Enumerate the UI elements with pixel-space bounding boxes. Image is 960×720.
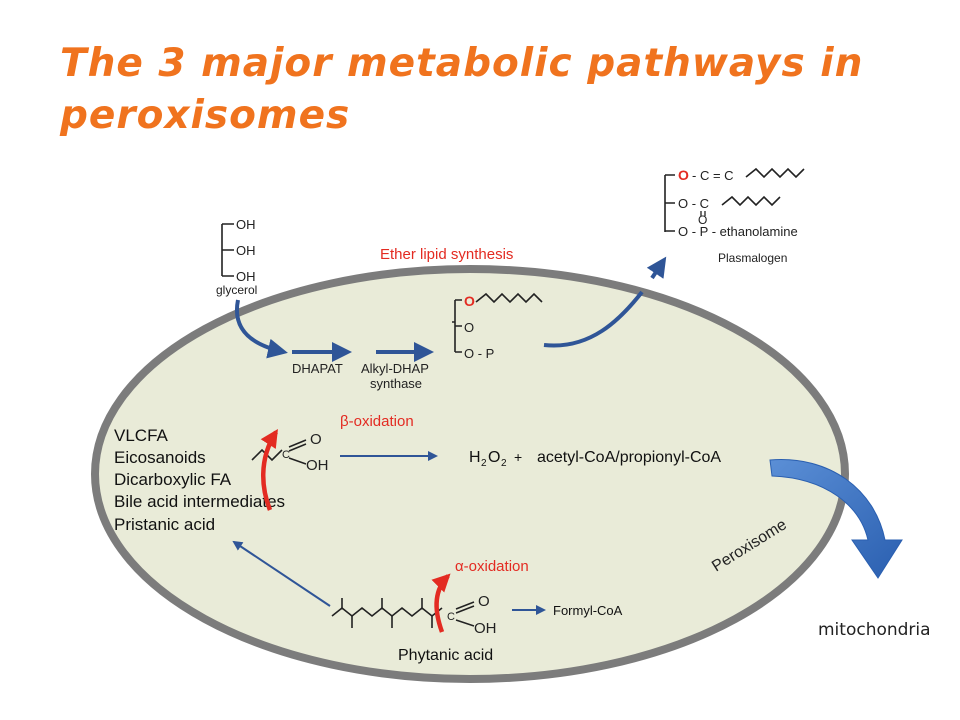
beta-substrate-list: VLCFA Eicosanoids Dicarboxylic FA Bile a… — [114, 426, 285, 534]
plasmalogen-row2: O - C — [678, 196, 709, 211]
alkyl-dhap-o-top: O — [464, 293, 475, 309]
beta-substrate-1: VLCFA — [114, 426, 169, 445]
beta-substrate-2: Eicosanoids — [114, 448, 206, 467]
peroxisome-membrane — [91, 265, 849, 683]
beta-product-coa: acetyl-CoA/propionyl-CoA — [537, 449, 721, 466]
ether-lipid-synthesis-label: Ether lipid synthesis — [380, 246, 513, 263]
alpha-carboxyl-o: O — [478, 593, 490, 610]
alkyl-dhap-label: Alkyl-DHAP — [361, 361, 429, 376]
beta-oxidation-label: β-oxidation — [340, 413, 414, 430]
alpha-oxidation-label: α-oxidation — [455, 558, 529, 575]
mitochondria-caption: mitochondria — [818, 620, 931, 640]
plasmalogen-o-red: O — [678, 167, 689, 183]
alkyl-dhap-o-mid: O — [464, 320, 474, 335]
alkyl-dhap-structure: O O O - P — [452, 292, 543, 361]
beta-carboxyl-oh: OH — [306, 457, 329, 474]
alpha-red-cycle-arrow — [431, 573, 451, 633]
beta-product-h: H — [469, 449, 481, 466]
glycerol-label: glycerol — [216, 283, 257, 297]
beta-product-sub1: 2 — [481, 458, 487, 469]
alpha-to-pristanic-arrow — [232, 540, 331, 607]
beta-products: H 2 O 2 + acetyl-CoA/propionyl-CoA — [469, 449, 721, 469]
beta-substrate-3: Dicarboxylic FA — [114, 470, 232, 489]
beta-carboxyl-structure: C O OH — [251, 431, 329, 474]
plasmalogen-row3: O - P - ethanolamine — [678, 224, 798, 239]
beta-carboxyl-c: C — [282, 449, 290, 461]
plasmalogen-row1: - C = C — [692, 168, 734, 183]
dhapat-label: DHAPAT — [292, 361, 343, 376]
beta-product-o: O — [488, 449, 500, 466]
slide-title: The 3 major metabolic pathways in peroxi… — [60, 41, 864, 138]
glycerol-structure: OH OH OH glycerol — [216, 217, 257, 297]
alkyl-dhap-o-p: O - P — [464, 346, 494, 361]
beta-substrate-5: Pristanic acid — [114, 515, 215, 534]
glycerol-oh-1: OH — [236, 217, 256, 232]
mitochondria-curved-arrow — [769, 459, 903, 579]
plasmalogen-structure: O - C = C O - C O O - P - ethanolamine P… — [664, 167, 805, 265]
beta-product-sub2: 2 — [501, 458, 507, 469]
formyl-coa-label: Formyl-CoA — [553, 603, 623, 618]
glycerol-to-dhapat-arrow — [234, 299, 288, 359]
alpha-carboxyl-c: C — [447, 611, 455, 623]
phytanic-acid-structure: C O OH — [331, 593, 497, 637]
glycerol-oh-2: OH — [236, 243, 256, 258]
phytanic-acid-label: Phytanic acid — [398, 647, 493, 664]
ether-export-arrow — [543, 290, 644, 348]
beta-carboxyl-o: O — [310, 431, 322, 448]
alpha-carboxyl-oh: OH — [474, 620, 497, 637]
synthase-label: synthase — [370, 376, 422, 391]
glycerol-oh-3: OH — [236, 269, 256, 284]
beta-red-cycle-arrow — [260, 428, 278, 511]
beta-product-plus: + — [514, 449, 522, 465]
plasmalogen-carbonyl-o: O — [698, 213, 707, 227]
beta-substrate-4: Bile acid intermediates — [114, 492, 285, 511]
plasmalogen-label: Plasmalogen — [718, 251, 787, 265]
ether-export-arrow-tip — [646, 256, 667, 280]
